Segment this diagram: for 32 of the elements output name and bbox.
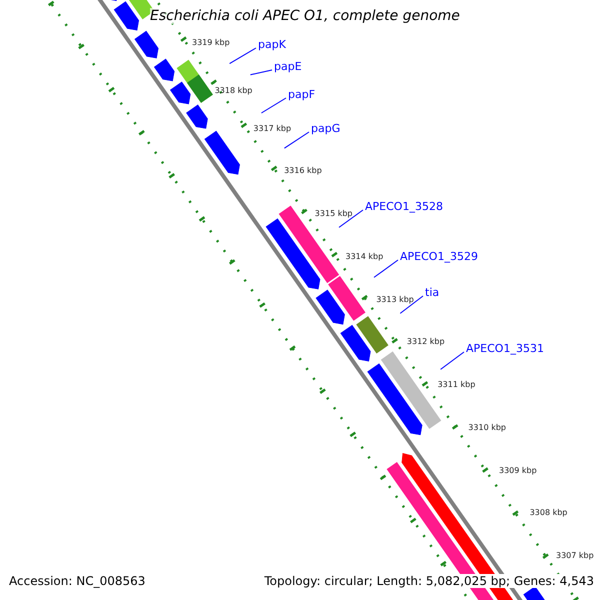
- leader-line: [229, 48, 256, 64]
- scale-label: 3314 kbp: [346, 252, 384, 261]
- scale-label: 3316 kbp: [284, 166, 322, 176]
- scale-label: 3315 kbp: [314, 209, 352, 218]
- gene-label: APECO1_3531: [466, 342, 544, 355]
- scale-label: 3317 kbp: [253, 124, 292, 132]
- scale-label: 3307 kbp: [556, 551, 594, 560]
- leader-line: [440, 352, 464, 370]
- scale-label: 3309 kbp: [499, 466, 537, 474]
- leader-line: [338, 210, 364, 228]
- gene-label: APECO1_3529: [400, 250, 478, 263]
- leader-line: [284, 132, 310, 149]
- leader-line: [260, 98, 286, 114]
- scale-label: 3308 kbp: [530, 508, 568, 518]
- gene-label: papF: [288, 88, 316, 101]
- scale-label: 3319 kbp: [192, 38, 230, 47]
- leader-line: [374, 260, 398, 278]
- scale-label: 3313 kbp: [376, 294, 414, 304]
- accession-text: Accession: NC_008563: [9, 574, 146, 588]
- gene-label: papK: [258, 38, 286, 51]
- scale-label: 3310 kbp: [468, 422, 506, 432]
- gene-label: tia: [425, 286, 440, 299]
- scale-label: 3318 kbp: [214, 86, 252, 95]
- scale-label: 3311 kbp: [438, 380, 476, 389]
- gene-label: papE: [274, 60, 302, 73]
- leader-line: [400, 296, 424, 314]
- scale-label: 3312 kbp: [406, 337, 445, 346]
- leader-line: [250, 70, 272, 76]
- map-title: Escherichia coli APEC O1, complete genome: [150, 8, 460, 24]
- genome-summary: Topology: circular; Length: 5,082,025 bp; Genes: 4,543: [264, 574, 594, 588]
- gene-label: papG: [311, 122, 340, 135]
- gene-label: APECO1_3528: [365, 200, 443, 213]
